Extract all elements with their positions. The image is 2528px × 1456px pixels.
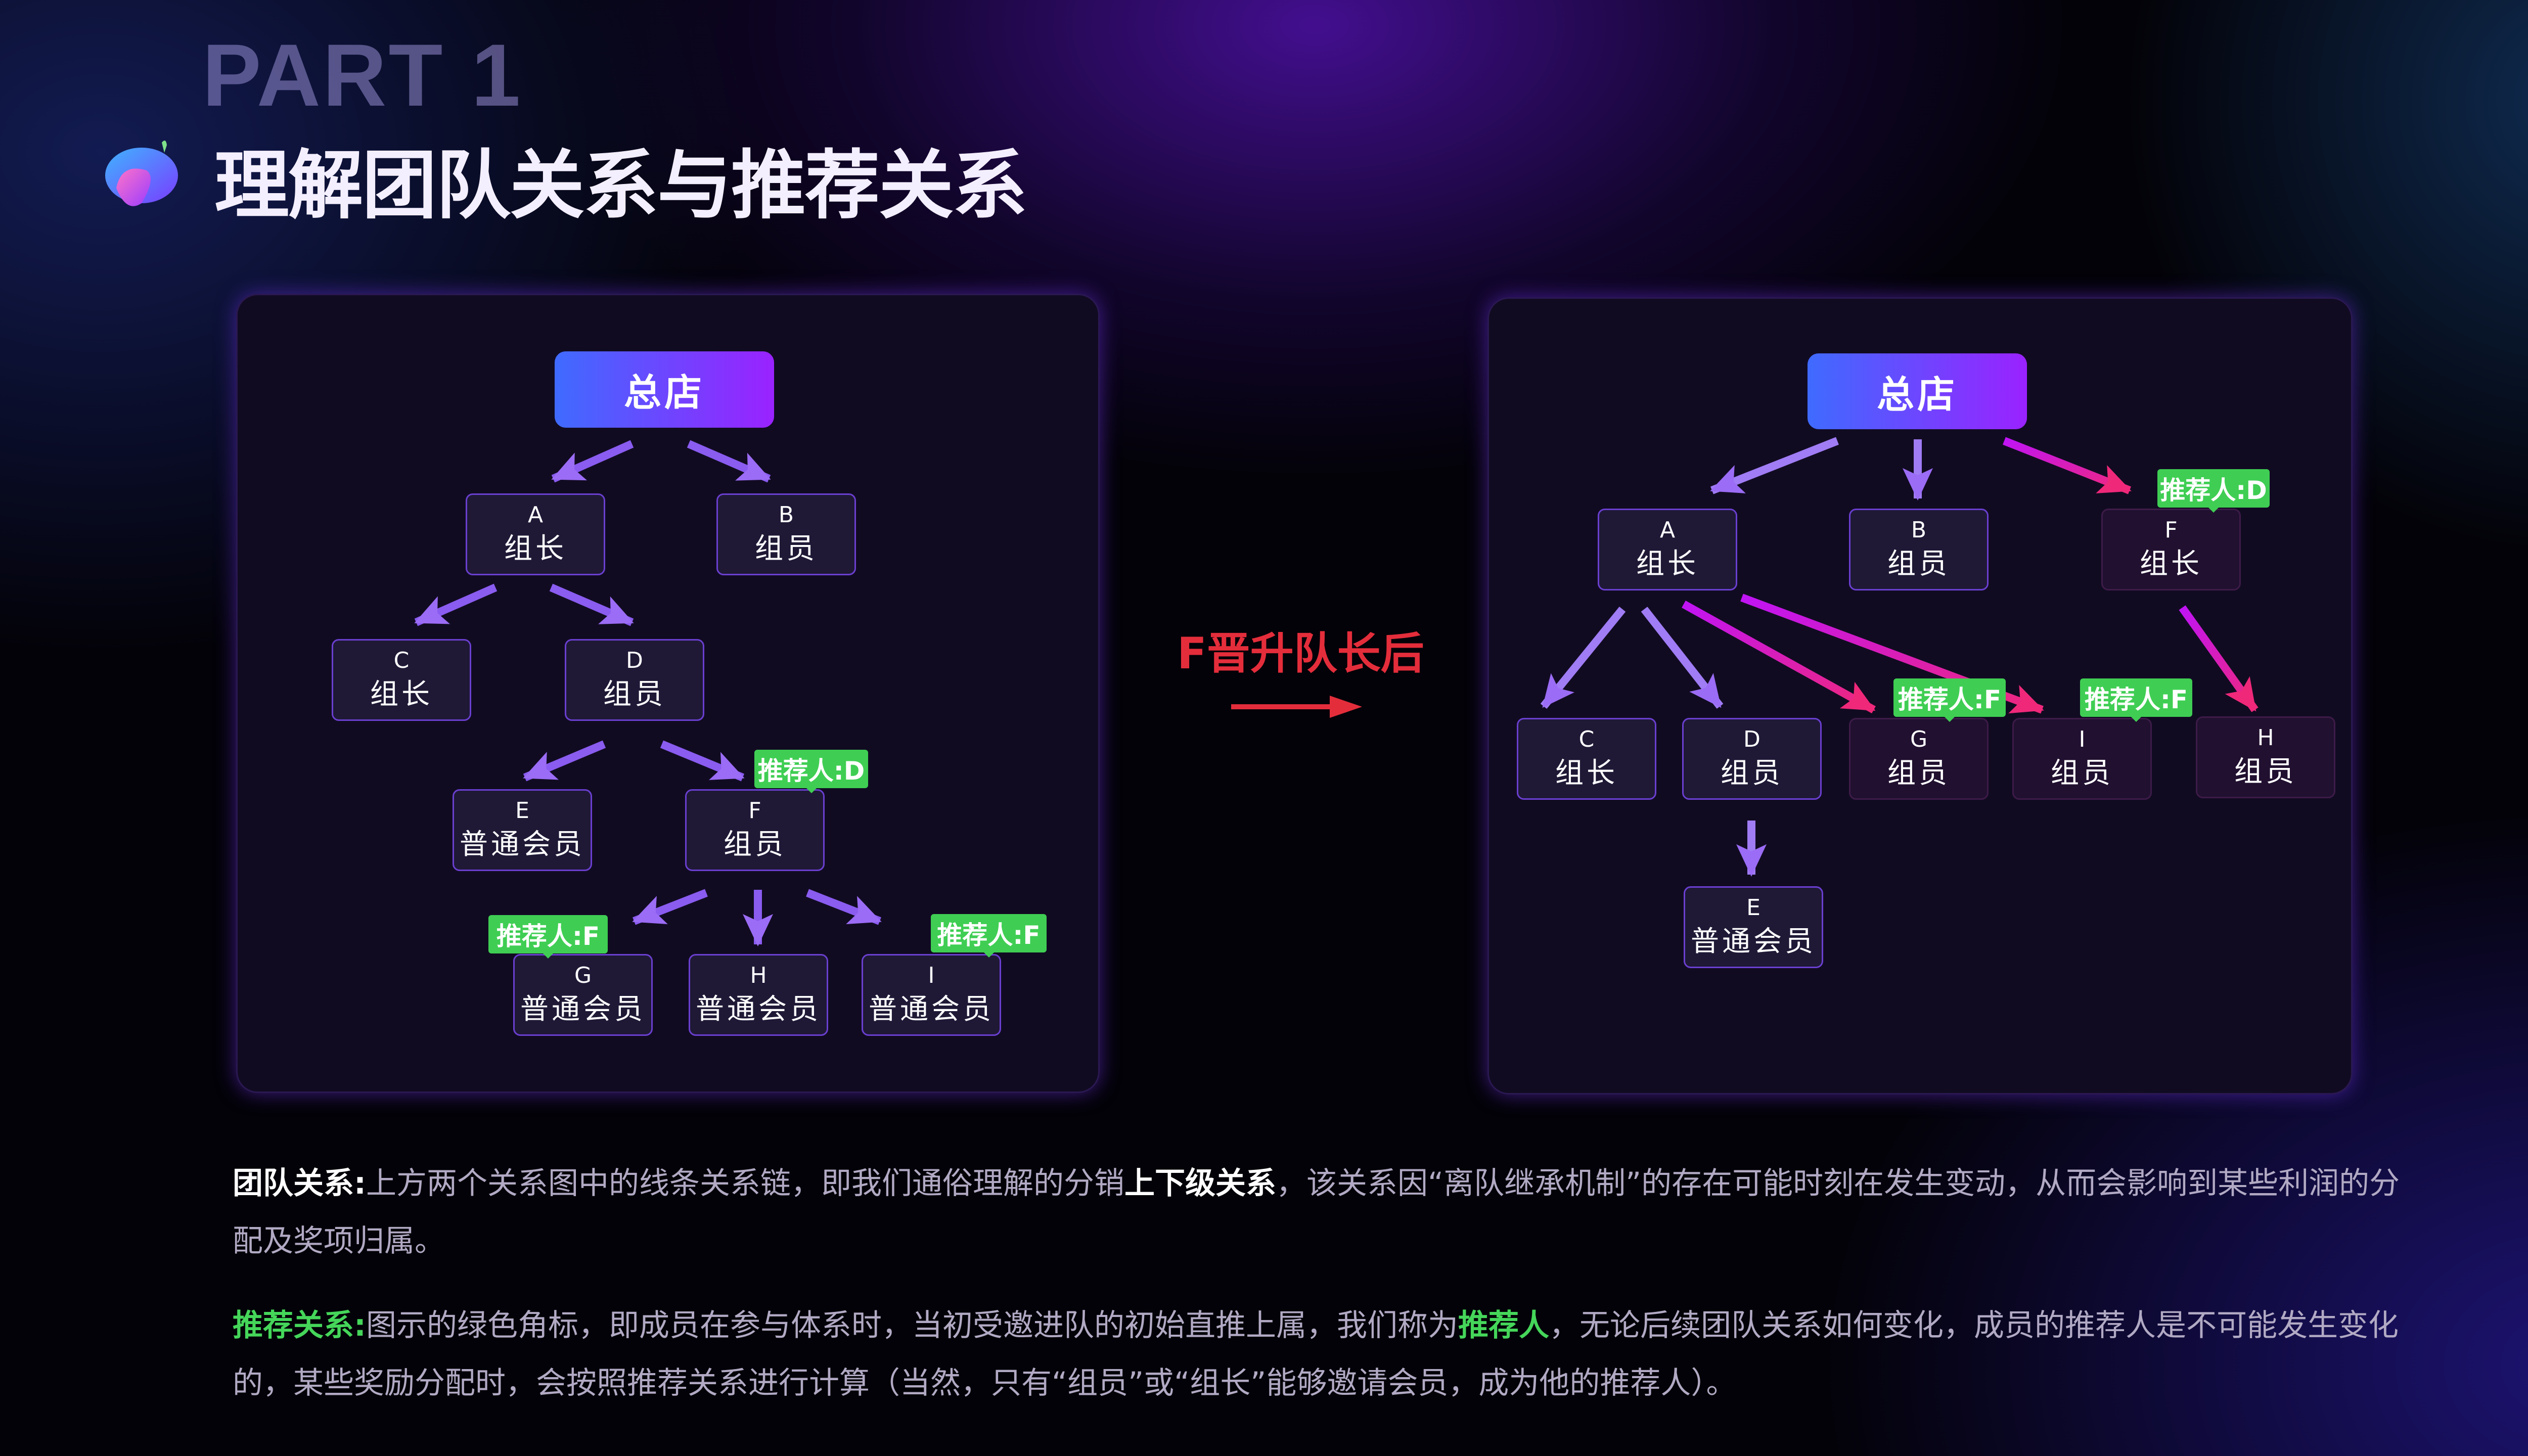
node-a: A 组长 xyxy=(466,493,605,575)
hq-node-after: 总店 xyxy=(1808,353,2027,429)
team-relation-label: 团队关系: xyxy=(233,1166,366,1201)
node-role: 普通会员 xyxy=(520,993,646,1026)
referrer-tag-g: 推荐人:F xyxy=(488,915,608,959)
node-h: H 普通会员 xyxy=(689,954,828,1036)
node-i-after: I 组员 xyxy=(2012,718,2152,800)
node-f-after: F 组长 xyxy=(2101,509,2241,590)
node-letter: A xyxy=(527,502,544,528)
team-relation-paragraph: 团队关系:上方两个关系图中的线条关系链，即我们通俗理解的分销上下级关系，该关系因… xyxy=(233,1155,2407,1270)
referral-relation-paragraph: 推荐关系:图示的绿色角标，即成员在参与体系时，当初受邀进队的初始直推上属，我们称… xyxy=(233,1297,2407,1412)
node-letter: G xyxy=(574,963,592,988)
node-role: 组长 xyxy=(1555,757,1618,790)
node-e: E 普通会员 xyxy=(453,789,592,871)
arrow-a-to-d xyxy=(549,583,634,626)
node-role: 组员 xyxy=(1721,757,1783,790)
node-letter: E xyxy=(515,798,529,824)
node-letter: E xyxy=(1746,895,1760,921)
node-role: 组长 xyxy=(2140,548,2202,580)
node-letter: C xyxy=(1578,726,1595,752)
arrow-f-to-h-after xyxy=(2179,605,2259,712)
arrow-a-to-g-after xyxy=(1682,601,1876,713)
highlight: 上下级关系 xyxy=(1124,1166,1276,1201)
node-b: B 组员 xyxy=(716,493,856,575)
node-role: 组员 xyxy=(2234,755,2297,788)
node-letter: D xyxy=(1743,726,1760,752)
node-letter: I xyxy=(2079,726,2086,752)
node-letter: F xyxy=(748,798,761,824)
node-h-after: H 组员 xyxy=(2196,716,2335,798)
node-letter: F xyxy=(2164,517,2178,543)
arrow-f-to-g xyxy=(632,889,708,925)
node-f: F 组员 xyxy=(685,789,825,871)
hq-node: 总店 xyxy=(555,351,774,428)
arrow-f-to-i xyxy=(806,889,882,925)
arrow-hq-to-f-after xyxy=(2003,437,2132,494)
node-role: 组员 xyxy=(603,678,666,711)
node-letter: G xyxy=(1910,726,1928,752)
node-letter: I xyxy=(928,963,935,988)
node-a-after: A 组长 xyxy=(1598,509,1737,590)
node-g: G 普通会员 xyxy=(513,954,653,1036)
arrow-d-to-e xyxy=(523,740,606,782)
referrer-tag-i: 推荐人:F xyxy=(931,914,1047,958)
referral-relation-label: 推荐关系: xyxy=(233,1308,366,1343)
transition-arrow-icon xyxy=(1231,696,1362,718)
logo-icon xyxy=(105,141,178,206)
arrow-a-to-c-after xyxy=(1540,606,1626,709)
node-g-after: G 组员 xyxy=(1849,718,1989,800)
arrow-hq-to-b xyxy=(687,440,771,483)
text: ，无论后续团队关系如何变化，成员的推荐人是不可能发生变化的，某些奖励分配时，会按… xyxy=(233,1308,2399,1401)
node-d-after: D 组员 xyxy=(1682,718,1822,800)
node-role: 普通会员 xyxy=(1691,925,1816,958)
arrow-hq-to-a xyxy=(551,440,634,483)
node-letter: H xyxy=(2257,725,2274,751)
node-c: C 组长 xyxy=(332,639,471,721)
node-letter: B xyxy=(1911,517,1927,543)
node-b-after: B 组员 xyxy=(1849,509,1989,590)
node-role: 组员 xyxy=(724,828,786,861)
text: ，该关系因“离队继承机制”的存在可能时刻在发生变动，从而会影响到某些利润的分配及… xyxy=(233,1166,2400,1259)
node-role: 组员 xyxy=(1887,757,1950,790)
node-letter: C xyxy=(393,648,410,673)
node-role: 组长 xyxy=(1636,548,1699,580)
node-c-after: C 组长 xyxy=(1517,718,1656,800)
arrow-d-to-f xyxy=(660,740,745,782)
referrer-tag-i-after: 推荐人:F xyxy=(2080,678,2192,722)
arrow-a-to-c xyxy=(414,583,498,626)
part-label: PART 1 xyxy=(202,26,523,125)
node-i: I 普通会员 xyxy=(862,954,1001,1036)
node-letter: B xyxy=(778,502,794,528)
node-role: 普通会员 xyxy=(460,828,585,861)
page-title: 理解团队关系与推荐关系 xyxy=(214,142,1027,229)
node-role: 组长 xyxy=(504,532,567,565)
arrow-hq-to-a-after xyxy=(1710,437,1839,494)
node-role: 组长 xyxy=(370,678,433,711)
text: 上方两个关系图中的线条关系链，即我们通俗理解的分销 xyxy=(366,1166,1124,1201)
referrer-tag-f: 推荐人:D xyxy=(754,750,868,793)
node-letter: A xyxy=(1659,517,1676,543)
node-letter: H xyxy=(750,963,767,988)
node-role: 普通会员 xyxy=(696,993,821,1026)
highlight: 推荐人 xyxy=(1458,1308,1549,1343)
node-role: 组员 xyxy=(2051,757,2113,790)
node-role: 组员 xyxy=(1887,548,1950,580)
node-d: D 组员 xyxy=(565,639,704,721)
transition-label: F晋升队长后 xyxy=(1177,628,1424,679)
node-letter: D xyxy=(626,648,643,673)
referrer-tag-g-after: 推荐人:F xyxy=(1893,678,2006,722)
text: 图示的绿色角标，即成员在参与体系时，当初受邀进队的初始直推上属，我们称为 xyxy=(366,1308,1458,1343)
node-role: 普通会员 xyxy=(869,993,994,1026)
node-role: 组员 xyxy=(755,532,818,565)
node-e-after: E 普通会员 xyxy=(1684,886,1823,968)
arrow-a-to-d-after xyxy=(1641,607,1724,709)
referrer-tag-f-after: 推荐人:D xyxy=(2157,469,2270,513)
